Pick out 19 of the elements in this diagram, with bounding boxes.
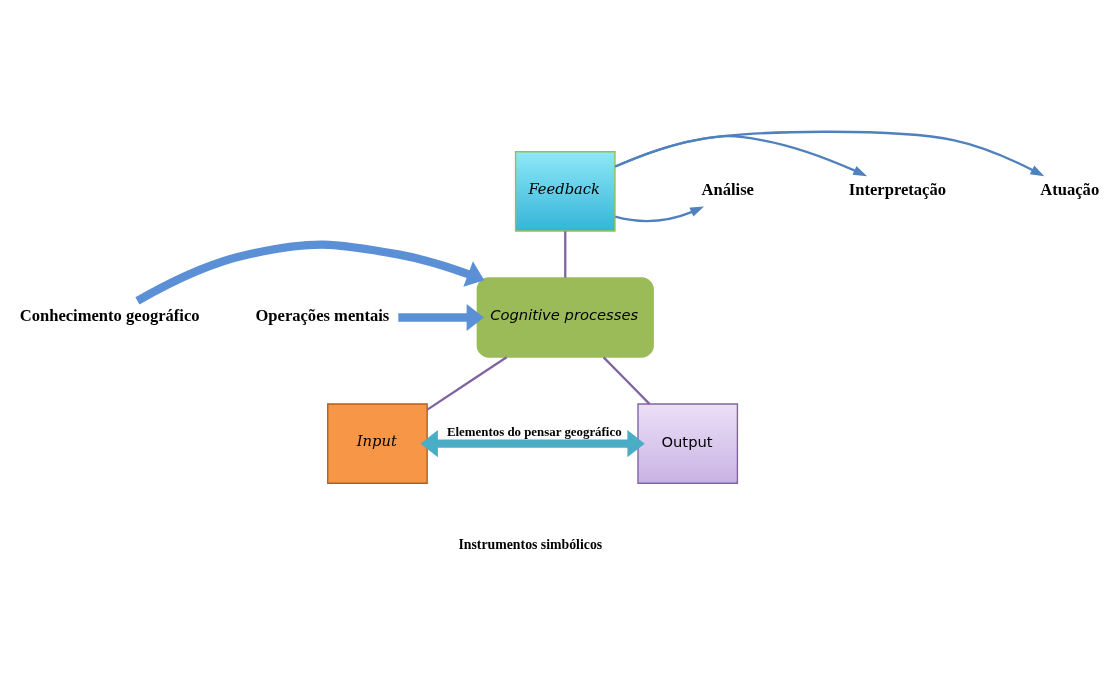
node-box: Input	[327, 402, 428, 484]
arrow	[135, 240, 485, 304]
node-box: Output	[637, 402, 739, 484]
node-box: Feedback	[514, 150, 616, 232]
edge-label: Elementos do pensar geográfico	[446, 424, 622, 439]
arrow	[614, 206, 705, 222]
connector	[602, 356, 651, 405]
arrow	[420, 429, 645, 457]
node-text: Operações mentais	[255, 305, 390, 325]
label: Instrumentos simbólicos	[458, 536, 603, 552]
node-text: Interpretação	[848, 179, 947, 198]
node-text: Análise	[701, 179, 754, 198]
node-text: Conhecimento geográfico	[19, 305, 200, 325]
arrow	[398, 303, 484, 331]
arrow	[614, 130, 1045, 176]
connector	[564, 230, 567, 278]
connector	[426, 355, 508, 411]
node-text: Atuação	[1040, 179, 1100, 198]
node-box: Cognitive processes	[476, 276, 654, 358]
